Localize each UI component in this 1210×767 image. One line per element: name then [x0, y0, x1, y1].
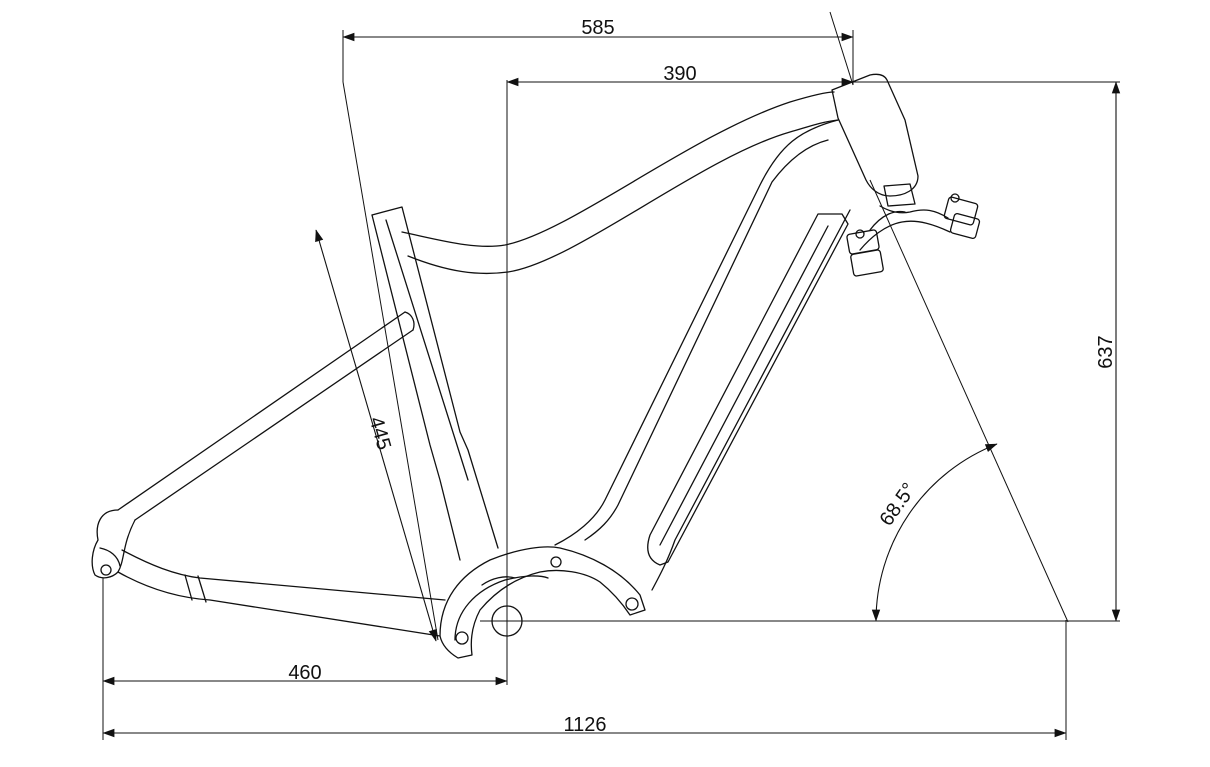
- extension-lines: [102, 11, 1120, 740]
- label-390: 390: [663, 63, 696, 85]
- chain-stay-upper: [121, 549, 446, 601]
- chain-stay: [117, 571, 441, 637]
- head-tube-lower: [883, 183, 916, 207]
- label-head-angle: 68.5°: [876, 479, 921, 530]
- battery-edge: [659, 225, 829, 546]
- fork-crown: [846, 193, 981, 277]
- top-tube-lower-edge: [407, 119, 839, 275]
- battery: [647, 213, 849, 566]
- seat-tube: [371, 206, 499, 549]
- label-585: 585: [581, 17, 614, 39]
- bike-frame: [91, 73, 981, 659]
- label-1126: 1126: [563, 714, 606, 736]
- head-tube: [831, 73, 919, 197]
- seat-stay: [117, 311, 406, 511]
- dim-line-445: [315, 229, 437, 642]
- seat-stay-cap: [404, 311, 415, 331]
- rear-dropout: [91, 509, 136, 579]
- top-tube: [401, 91, 835, 247]
- dim-arc-head-angle: [871, 443, 998, 622]
- down-tube-inner: [584, 139, 829, 541]
- label-460: 460: [288, 662, 321, 684]
- motor-housing: [439, 546, 646, 659]
- label-637: 637: [1095, 335, 1117, 368]
- seat-tube-inner: [385, 219, 469, 481]
- label-445: 445: [365, 414, 395, 452]
- down-tube: [554, 119, 839, 546]
- down-tube-underside: [651, 209, 851, 591]
- dimension-lines: [102, 32, 1121, 738]
